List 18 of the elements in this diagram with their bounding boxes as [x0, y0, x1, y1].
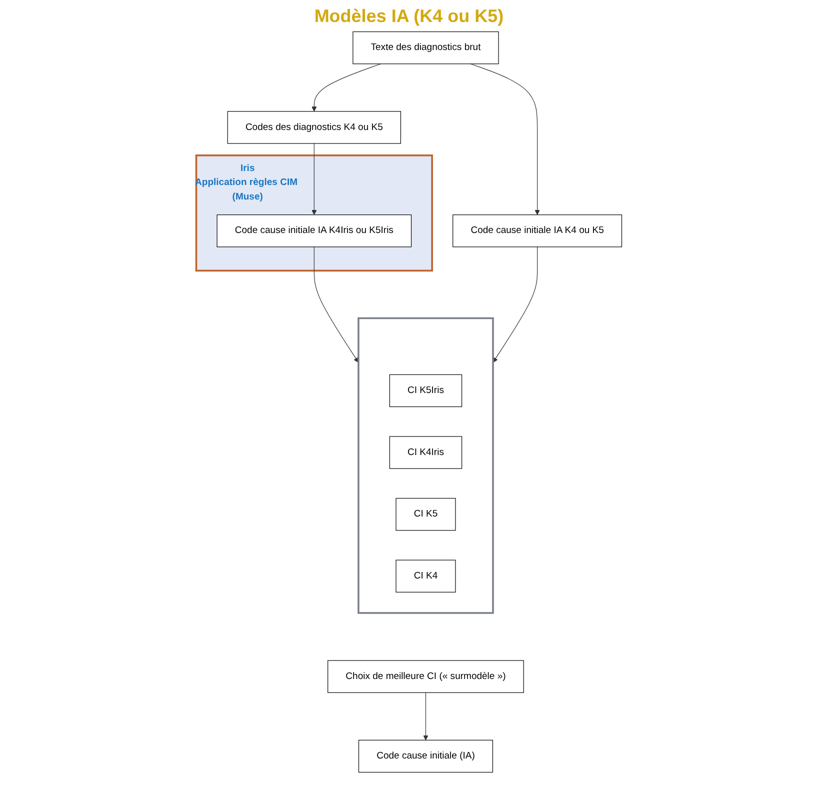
node-box: CI K4: [396, 560, 456, 592]
node-box: CI K4Iris: [389, 436, 462, 469]
node-box: Code cause initiale IA K4Iris ou K5Iris: [216, 214, 412, 248]
arrow: [470, 64, 540, 216]
arrow: [312, 64, 382, 112]
node-box: Texte des diagnostics brut: [352, 31, 499, 64]
arrow: [423, 692, 428, 740]
node-box: Choix de meilleure CI (« surmodèle »): [328, 660, 524, 693]
cluster: [358, 317, 494, 614]
node-box: CI K5: [396, 498, 456, 531]
node-box: CI K5Iris: [389, 374, 462, 408]
node-box: Code cause initiale IA K4 ou K5: [452, 214, 622, 248]
annotation-text: Modèles IA (K4 ou K5): [314, 6, 504, 27]
arrow: [314, 246, 359, 363]
arrow: [492, 246, 538, 363]
node-box: Codes des diagnostics K4 ou K5: [227, 111, 401, 144]
arrow: [312, 143, 317, 216]
node-box: Code cause initiale (IA): [358, 740, 494, 773]
